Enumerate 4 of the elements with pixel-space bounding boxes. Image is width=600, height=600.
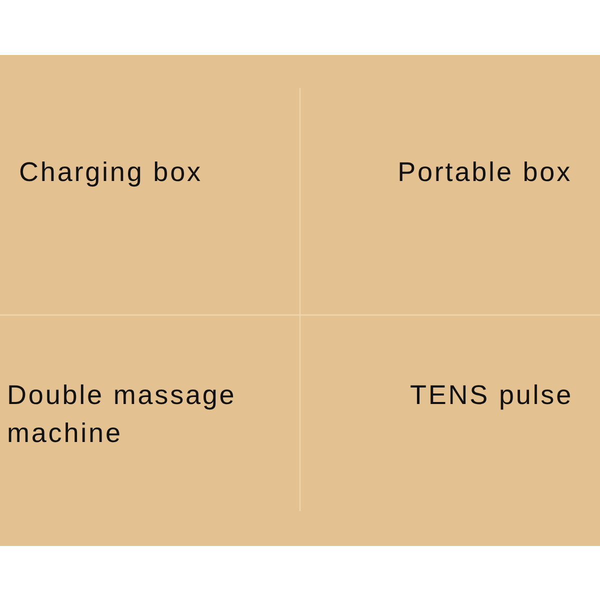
quadrant-label: TENS pulse [410,379,573,412]
quadrant-label: Double massage machine [7,379,238,450]
quadrant-label: Portable box [398,156,572,189]
quadrant-label: Charging box [19,156,202,189]
